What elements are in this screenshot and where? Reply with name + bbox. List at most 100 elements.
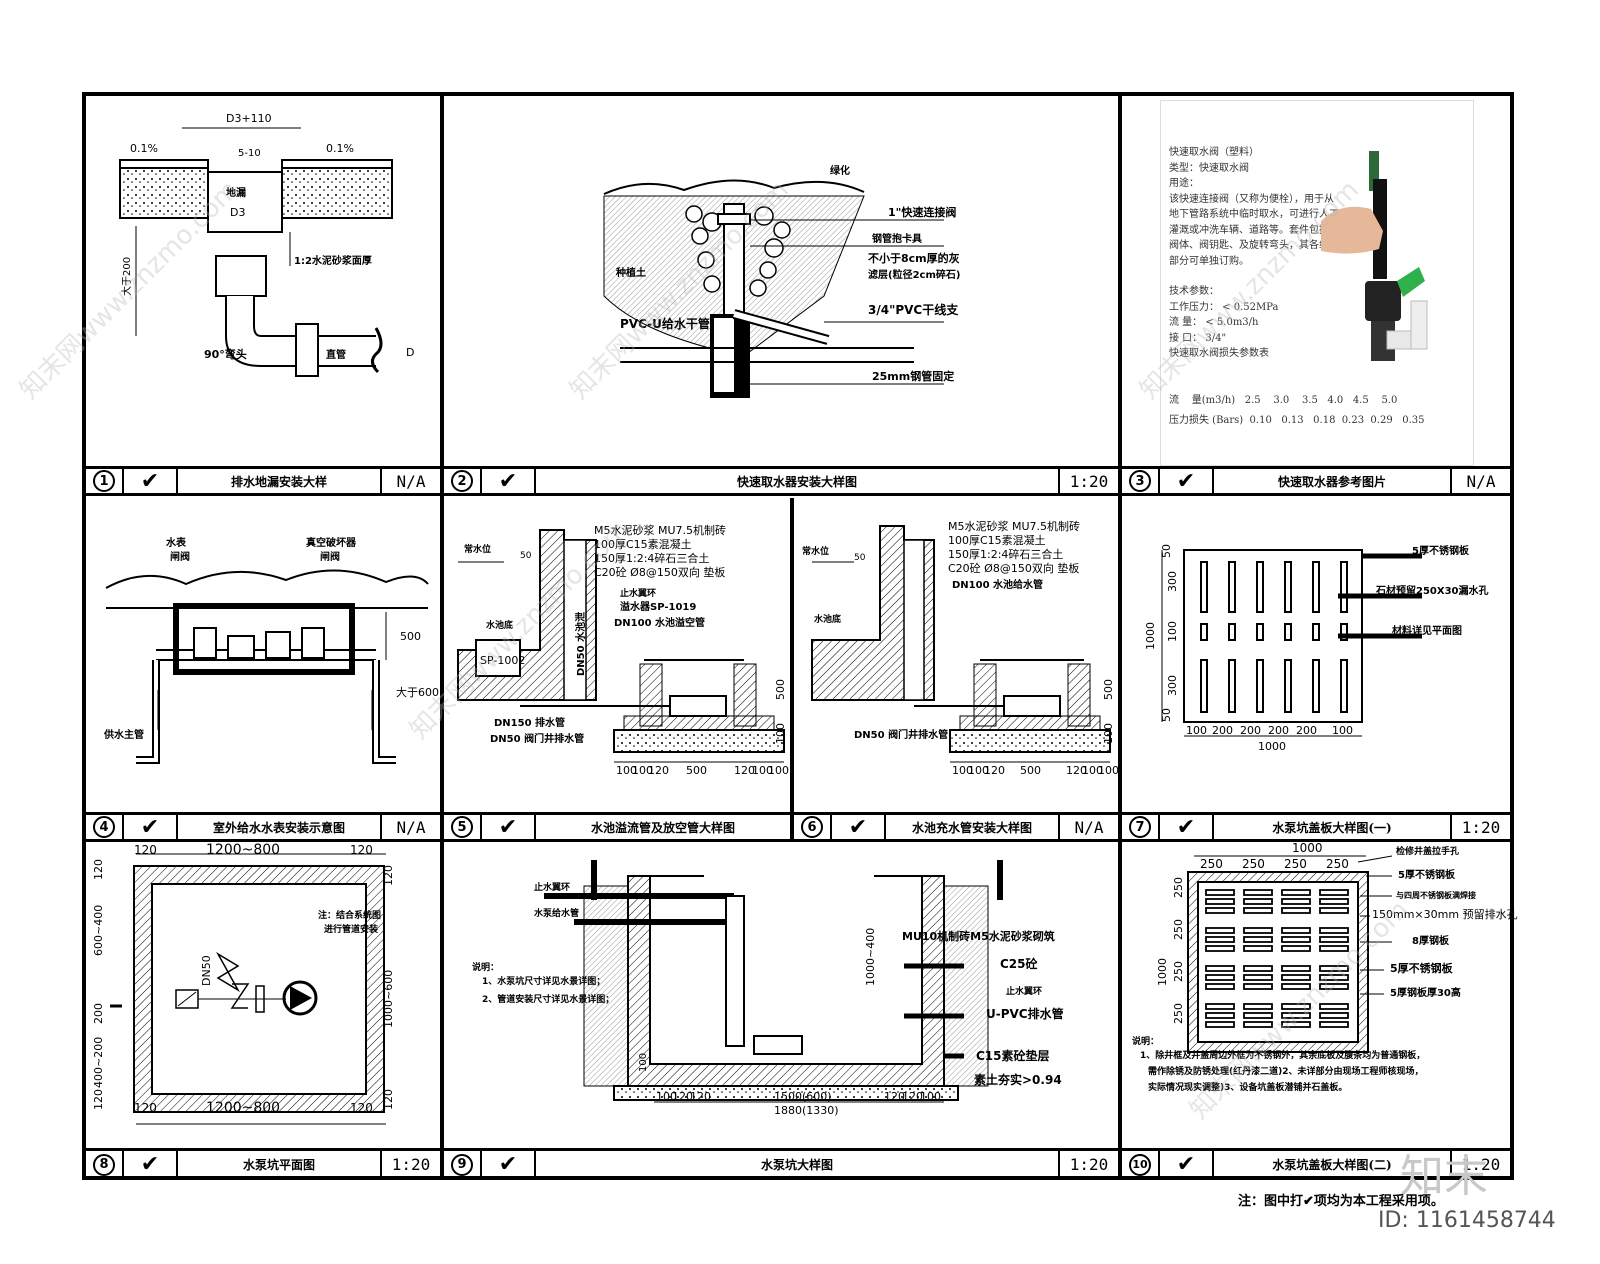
panel-3-reference: 快速取水阀（塑料） 类型：快速取水阀 用途： 该快速连接阀（又称为便栓），用于从… [1160,100,1474,466]
panel-scale: 1:20 [1058,1151,1118,1178]
info-line: 阀体、阀钥匙、及旋转弯头，其各组成 [1169,240,1339,251]
panel-10-drawing: 1000 250 250 250 250 250 250 250 250 100… [1132,841,1518,1093]
drain-slot [1243,945,1273,952]
drain-slot [1243,1003,1273,1010]
check-icon: ✔ [1160,815,1214,840]
wall-label: MU10机制砖M5水泥砂浆砌筑 [902,929,1055,943]
panel-scale: N/A [380,815,440,839]
drain-slot [1340,659,1348,713]
drain-slot [1281,936,1311,943]
panel-number: 7 [1129,816,1151,838]
dim: 200 [1240,724,1261,737]
dim: 120 [734,764,755,777]
dim: 250 [1172,877,1185,898]
note-2: 需作除锈及防锈处理(红丹漆二道)2、未详部分由现场工程师核现场， [1148,1065,1424,1077]
sp1002-label: SP-1002 [480,654,525,667]
panel-5-drawing: M5水泥砂浆 MU7.5机制砖 100厚C15素混凝土 150厚1:2:4碎石三… [457,523,789,777]
dim-top: D3+110 [226,112,272,125]
watermark-logo: 知末 [1400,1151,1488,1202]
dim-500: 500 [1102,679,1115,700]
dim: 120 [1066,764,1087,777]
panel-number: 10 [1129,1153,1151,1176]
dim: 600~400 [92,905,105,956]
info-line: 部分可单独订购。 [1169,255,1249,267]
dim: 120 [382,865,395,886]
panel-title: 水池充水管安装大样图 [911,820,1032,835]
dim: 250 [1242,857,1265,871]
drain-slot [1228,561,1236,613]
drain-slot [1256,561,1264,613]
label-6: 5厚不锈钢板 [1390,961,1454,975]
info-line: 灌溉或冲洗车辆、道路等。套件包括： [1169,224,1339,236]
panel-number: 9 [451,1153,473,1176]
info-line: 该快速连接阀（又称为便栓），用于从 [1169,193,1334,205]
dn50-label: DN50 阀门井排水管 [490,732,584,745]
drain-slot [1319,1012,1349,1019]
info-line: 快速取水阀损失参数表 [1169,348,1269,359]
drain-slot [1319,907,1349,914]
dim: 120 [672,1090,693,1103]
pvc-label: 3/4"PVC干线支 [868,302,959,317]
drain-slot [1281,965,1311,972]
panel-title: 水泵坑大样图 [760,1158,833,1172]
drain-label: 地漏 [226,186,246,199]
label-5: 8厚钢板 [1412,934,1450,947]
drain-slot [1228,623,1236,641]
dn50-label: DN50 [200,955,213,986]
drain-slot [1243,927,1273,934]
drain-slot [1319,945,1349,952]
dim: 50 [1160,544,1173,558]
waterline-label: 常水位 [464,543,491,555]
dim-height: 1000~400 [864,928,877,986]
info-line: 工作压力： < 0.52MPa [1169,301,1279,313]
elbow-label: 90°弯头 [204,347,247,361]
note-2: 2、管道安装尺寸详见水景详图； [482,993,614,1005]
dim: 250 [1172,1003,1185,1024]
dim: 250 [1172,919,1185,940]
ring2-label: 止水翼环 [1006,985,1042,997]
dim-600: 大于600 [396,685,439,699]
panel-number: 4 [93,816,115,838]
panel-title: 水泵坑盖板大样图(一) [1272,820,1392,835]
note-1: 注：结合系统图 [318,909,381,921]
panel-number: 6 [801,816,823,838]
drain-slot [1243,1021,1273,1028]
table-row: 压力损失 (Bars) 0.10 0.13 0.18 0.23 0.29 0.3… [1169,415,1425,426]
dim: 400~200 [92,1037,105,1088]
drain-slot [1205,1012,1235,1019]
panel-scale: 1:20 [1450,1151,1510,1178]
layer-1: M5水泥砂浆 MU7.5机制砖 [594,523,726,537]
dim: 100 [768,764,789,777]
drain-slot [1281,889,1311,896]
dim: 100 [616,764,637,777]
label-material: 材料详见平面图 [1392,624,1462,637]
panel-2-drawing: 绿化 1"快速连接阀 钢管抱卡具 不小于8cm厚的灰 滤层(粒径2cm碎石) 3… [603,164,960,398]
dim: 120 [690,1090,711,1103]
drain-slot [1200,561,1208,613]
panel-7-drawing: 5厚不锈钢板 石材预留250X30漏水孔 材料详见平面图 50 300 100 … [1144,544,1489,753]
check-icon: ✔ [482,815,536,840]
dim: 250 [1326,857,1349,871]
panel-title: 快速取水器参考图片 [1277,474,1386,489]
drain-slot [1281,898,1311,905]
info-line: 类型：快速取水阀 [1169,162,1249,174]
dn50-label: DN50 阀门井排水管 [854,728,948,741]
check-icon: ✔ [832,815,886,840]
valve2-label: 闸阀 [320,550,340,563]
dim: 100 [952,764,973,777]
drain-slot [1243,974,1273,981]
label-steel: 5厚不锈钢板 [1412,544,1470,557]
drain-slot [1340,623,1348,641]
note-1: 1、除井框及井盖周边外框为不锈钢外，其余底板及腹条均为普通钢板， [1140,1049,1425,1061]
panel-3-titlebar: 3 ✔ 快速取水器参考图片 N/A [1122,466,1510,496]
dim-500: 500 [774,679,787,700]
dn50v-label: DN50 水池泄 [574,612,587,676]
c25-label: C25砼 [1000,956,1039,971]
drain-slot [1281,927,1311,934]
dim: 200 [1212,724,1233,737]
valve-photo [1321,151,1428,361]
dim-total: 1000 [1258,740,1286,753]
dim: 250 [1172,961,1185,982]
drain-slot [1284,561,1292,613]
drain-slot [1312,561,1320,613]
